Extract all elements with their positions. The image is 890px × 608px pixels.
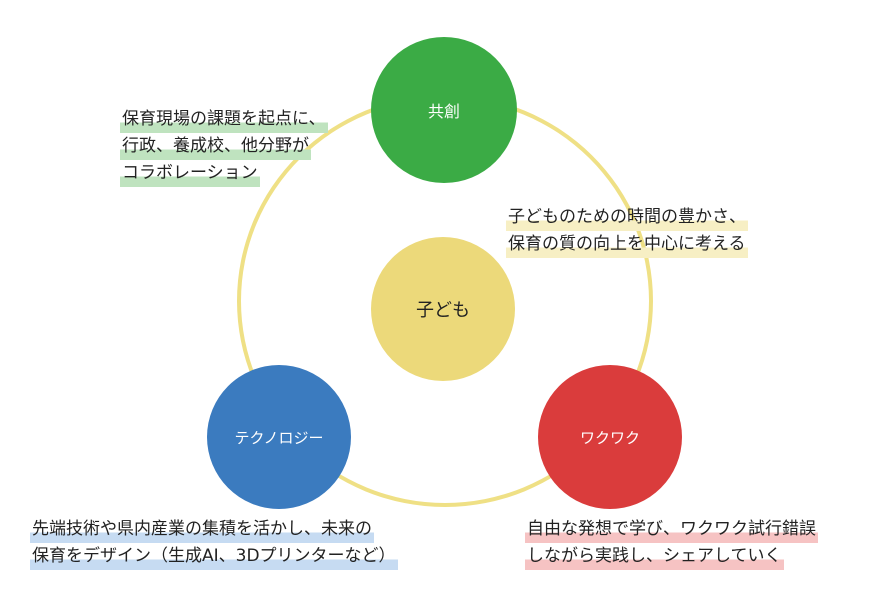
note-kyoso-line-3: コラボレーション (120, 160, 260, 187)
note-kodomo-line-2: 保育の質の向上を中心に考える (506, 231, 748, 258)
note-wakuwaku: 自由な発想で学び、ワクワク試行錯誤 しながら実践し、シェアしていく (525, 516, 818, 570)
node-technology-label: テクノロジー (234, 428, 324, 447)
note-wakuwaku-line-2: しながら実践し、シェアしていく (525, 543, 784, 570)
note-kodomo: 子どものための時間の豊かさ、 保育の質の向上を中心に考える (506, 204, 748, 258)
note-kodomo-line-1: 子どものための時間の豊かさ、 (506, 204, 748, 231)
note-wakuwaku-line-1: 自由な発想で学び、ワクワク試行錯誤 (525, 516, 818, 543)
note-kyoso-line-2: 行政、養成校、他分野が (120, 133, 311, 160)
node-kodomo-label: 子ども (416, 300, 470, 321)
node-kyoso-label: 共創 (427, 102, 460, 121)
note-technology-line-1: 先端技術や県内産業の集積を活かし、未来の (30, 516, 374, 543)
node-technology: テクノロジー (207, 365, 351, 509)
note-kyoso: 保育現場の課題を起点に、 行政、養成校、他分野が コラボレーション (120, 106, 328, 187)
note-kyoso-line-1: 保育現場の課題を起点に、 (120, 106, 328, 133)
note-technology-line-2: 保育をデザイン（生成AI、3Dプリンターなど） (30, 543, 398, 570)
note-technology: 先端技術や県内産業の集積を活かし、未来の 保育をデザイン（生成AI、3Dプリンタ… (30, 516, 398, 570)
node-wakuwaku-label: ワクワク (579, 428, 640, 447)
node-kodomo: 子ども (371, 237, 515, 381)
node-wakuwaku: ワクワク (538, 365, 682, 509)
node-kyoso: 共創 (371, 37, 517, 183)
